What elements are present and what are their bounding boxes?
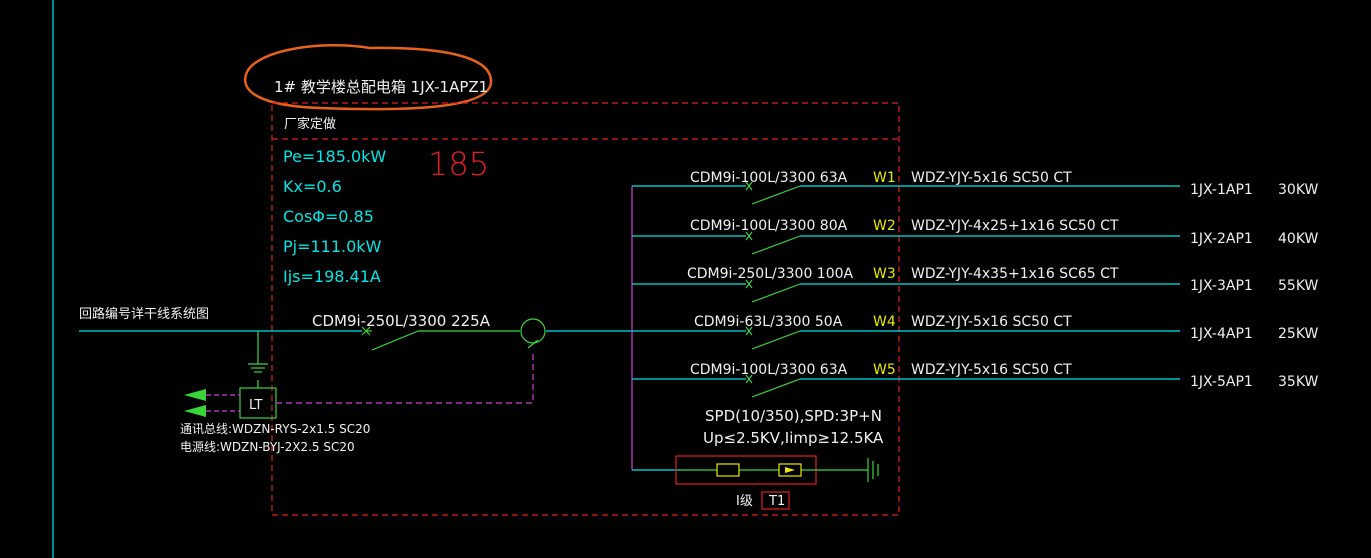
breaker-label-w5: CDM9i-100L/3300 63A (690, 362, 848, 378)
comm-bus-arrow (184, 389, 206, 401)
cable-label-w4: WDZ-YJY-5x16 SC50 CT (911, 314, 1072, 330)
power-label-w2: 40KW (1278, 231, 1318, 247)
power-label-w3: 55KW (1278, 278, 1318, 294)
dest-label-w4: 1JX-4AP1 (1190, 326, 1253, 342)
main-breaker-label: CDM9i-250L/3300 225A (312, 312, 491, 330)
dest-label-w2: 1JX-2AP1 (1190, 231, 1253, 247)
circuit-w3: CDM9i-250L/3300 100A W3 WDZ-YJY-4x35+1x1… (632, 266, 1318, 303)
circuit-id-w4: W4 (873, 314, 896, 330)
lt-label: LT (249, 398, 262, 413)
spd-spec-line2: Up≤2.5KV,Iimp≥12.5KA (703, 429, 884, 447)
circuit-id-w5: W5 (873, 362, 896, 378)
param-pj: Pj=111.0kW (283, 237, 382, 256)
spd-level-label: I级 (736, 494, 753, 509)
dest-label-w1: 1JX-1AP1 (1190, 182, 1253, 198)
circuit-w2: CDM9i-100L/3300 80A W2 WDZ-YJY-4x25+1x16… (632, 218, 1318, 255)
circuit-id-w1: W1 (873, 170, 896, 186)
power-label-w1: 30KW (1278, 182, 1318, 198)
comm-bus-note: 通讯总线:WDZN-RYS-2x1.5 SC20 (180, 422, 370, 436)
circuit-id-w3: W3 (873, 266, 896, 282)
power-label-w5: 35KW (1278, 374, 1318, 390)
param-ijs: Ijs=198.41A (283, 267, 381, 286)
spd-tag-label: T1 (768, 494, 785, 509)
circuit-w1: CDM9i-100L/3300 63A W1 WDZ-YJY-5x16 SC50… (632, 170, 1318, 205)
circuit-id-w2: W2 (873, 218, 896, 234)
load-total-number: 185 (428, 145, 489, 183)
cable-label-w5: WDZ-YJY-5x16 SC50 CT (911, 362, 1072, 378)
spd-symbol (632, 455, 879, 485)
custom-made-label: 厂家定做 (284, 116, 336, 132)
dest-label-w5: 1JX-5AP1 (1190, 374, 1253, 390)
breaker-label-w2: CDM9i-100L/3300 80A (690, 218, 848, 234)
lt-control-wire (276, 350, 534, 404)
cable-label-w2: WDZ-YJY-4x25+1x16 SC50 CT (911, 218, 1119, 234)
power-wire-arrow (184, 405, 206, 417)
main-breaker-symbol (361, 326, 520, 351)
cable-label-w1: WDZ-YJY-5x16 SC50 CT (911, 170, 1072, 186)
ct-tick (527, 339, 539, 349)
circuit-w5: CDM9i-100L/3300 63A W5 WDZ-YJY-5x16 SC50… (632, 362, 1318, 398)
current-transformer-symbol (520, 318, 546, 344)
spd-tag-box (761, 491, 790, 510)
param-pe: Pe=185.0kW (283, 147, 386, 166)
panel-enclosure (271, 102, 900, 516)
panel-title: 1# 教学楼总配电箱 1JX-1APZ1 (274, 78, 488, 96)
incoming-label: 回路编号详干线系统图 (79, 306, 209, 322)
spd-spec-line1: SPD(10/350),SPD:3P+N (705, 407, 882, 425)
cable-label-w3: WDZ-YJY-4x35+1x16 SC65 CT (911, 266, 1119, 282)
breaker-label-w1: CDM9i-100L/3300 63A (690, 170, 848, 186)
power-label-w4: 25KW (1278, 326, 1318, 342)
circuit-w4: CDM9i-63L/3300 50A W4 WDZ-YJY-5x16 SC50 … (632, 314, 1318, 350)
dest-label-w3: 1JX-3AP1 (1190, 278, 1253, 294)
incoming-ground-symbol (248, 331, 268, 373)
param-cos: CosΦ=0.85 (283, 207, 374, 226)
breaker-label-w3: CDM9i-250L/3300 100A (687, 266, 854, 282)
breaker-label-w4: CDM9i-63L/3300 50A (694, 314, 843, 330)
title-highlight-ellipse (244, 44, 493, 111)
param-kx: Kx=0.6 (283, 177, 342, 196)
power-wire-note: 电源线:WDZN-BYJ-2X2.5 SC20 (180, 440, 355, 454)
